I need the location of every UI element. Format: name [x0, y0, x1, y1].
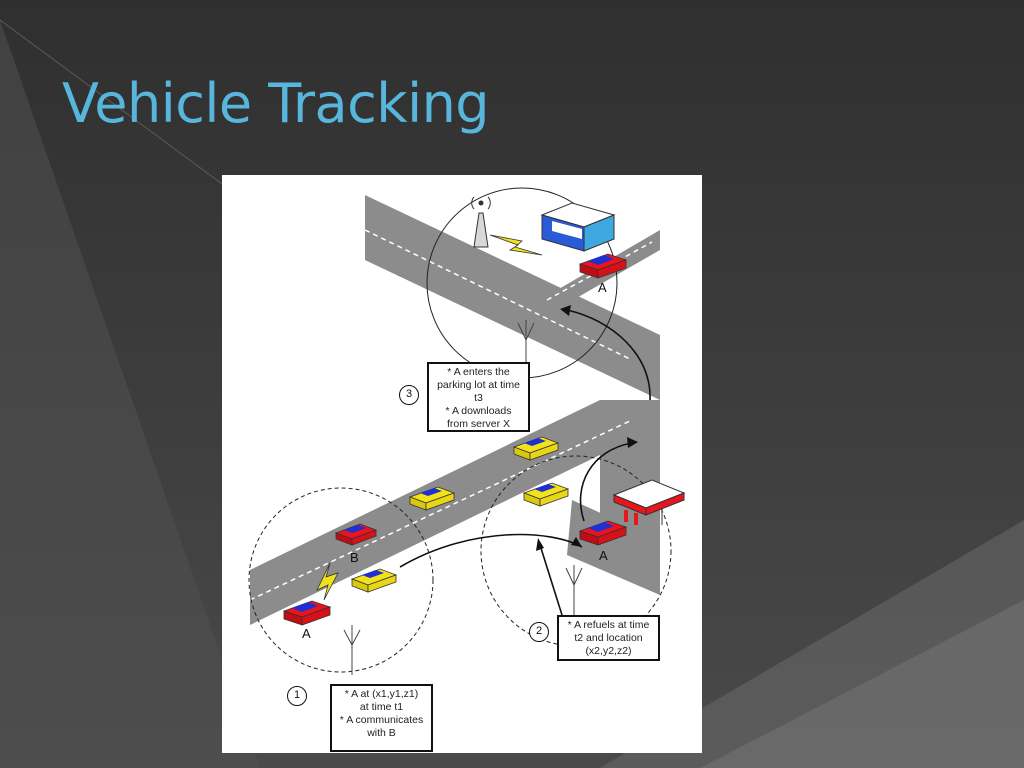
step-note-3: * A enters the parking lot at time t3 * … [427, 362, 530, 432]
diagram-canvas [248, 187, 686, 675]
lightning-bolt-icon [316, 562, 339, 601]
lane-marking-upper [364, 229, 633, 361]
pointer-arrow [536, 538, 563, 616]
yellow-car-icon [350, 568, 398, 593]
car-label-a: A [598, 280, 607, 295]
vehicle-tracking-diagram: A B A A 1 2 3 * A at (x1,y1,z1) at time … [222, 175, 702, 753]
step-number-1: 1 [287, 686, 307, 706]
note-line: * A at (x1,y1,z1) [344, 688, 419, 700]
antenna-icon [565, 565, 583, 620]
lightning-bolt-icon [489, 234, 543, 256]
yellow-car-icon [522, 482, 570, 507]
note-line: * A refuels at time [567, 619, 650, 631]
note-line: * A enters the [447, 366, 510, 378]
upper-road [365, 195, 660, 400]
car-a-icon [578, 520, 628, 546]
note-line: * A downloads [445, 405, 512, 417]
main-road [250, 400, 600, 625]
lane-marking-parking [546, 241, 653, 301]
car-b-icon [334, 523, 378, 546]
gas-station-icon [612, 479, 686, 525]
yellow-car-icon [408, 486, 456, 511]
antenna-icon [343, 625, 361, 675]
yellow-car-icon [512, 436, 560, 461]
note-line: t3 [474, 392, 483, 404]
car-a-icon [282, 600, 332, 626]
step-number-2: 2 [529, 622, 549, 642]
car-label-a: A [302, 626, 311, 641]
step-number-3: 3 [399, 385, 419, 405]
note-line: from server X [446, 418, 510, 430]
note-line: with B [367, 727, 396, 739]
movement-arrow [399, 533, 583, 568]
note-line: parking lot at time [437, 379, 520, 391]
note-line: * A communicates [339, 714, 424, 726]
antenna-icon [517, 320, 535, 370]
slide-title: Vehicle Tracking [62, 72, 490, 135]
coverage-circle-1 [248, 487, 434, 673]
note-line: t2 and location [574, 632, 643, 644]
lane-marking [249, 419, 633, 601]
car-label-a: A [599, 548, 608, 563]
car-a-icon [578, 253, 628, 279]
movement-arrow [579, 437, 638, 522]
step-note-1: * A at (x1,y1,z1) at time t1 * A communi… [330, 684, 433, 752]
car-label-b: B [350, 550, 359, 565]
radio-tower-icon [471, 196, 491, 248]
server-building-icon [540, 202, 616, 252]
step-note-2: * A refuels at time t2 and location (x2,… [557, 615, 660, 661]
note-line: (x2,y2,z2) [585, 645, 632, 657]
note-line: at time t1 [359, 701, 404, 713]
movement-arrow [560, 305, 651, 401]
